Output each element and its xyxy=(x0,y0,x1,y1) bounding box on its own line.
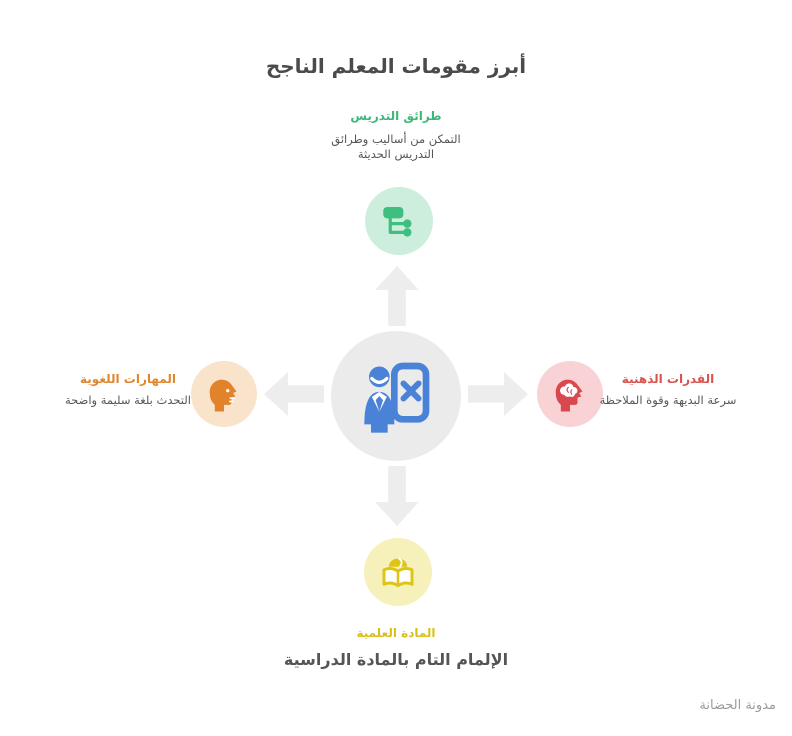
brain-head-icon xyxy=(555,379,583,412)
speaking-head-icon xyxy=(209,379,237,412)
top-node-label: طرائق التدريس xyxy=(350,109,442,123)
center-node-circle xyxy=(331,331,461,461)
arrow-down-icon xyxy=(375,466,419,526)
right-node-textblock: القدرات الذهنية سرعة البديهة وقوة الملاح… xyxy=(592,372,744,407)
watermark-text: مدونة الحضانة xyxy=(699,698,776,713)
bottom-node-circle xyxy=(364,538,432,606)
teacher-board-icon xyxy=(364,362,430,433)
right-node-label: القدرات الذهنية xyxy=(621,372,715,386)
bottom-node-label: المادة العلمية xyxy=(356,626,436,640)
flowchart-icon xyxy=(383,207,412,237)
arrow-right-icon xyxy=(468,372,528,416)
top-node-circle xyxy=(365,187,433,255)
bottom-node-caption: الإلمام التام بالمادة الدراسية xyxy=(283,650,509,669)
top-node-caption: التمكن من أساليب وطرائق التدريس الحديثة xyxy=(0,132,792,162)
page-title: أبرز مقومات المعلم الناجح xyxy=(265,54,527,78)
book-knowledge-icon xyxy=(382,557,414,588)
arrow-left-icon xyxy=(264,372,324,416)
arrow-up-icon xyxy=(375,266,419,326)
right-node-circle xyxy=(537,361,603,427)
top-caption-line1: التمكن من أساليب وطرائق xyxy=(331,132,461,146)
left-node-label: المهارات اللغوية xyxy=(80,372,176,386)
right-node-caption: سرعة البديهة وقوة الملاحظة xyxy=(599,393,737,407)
top-caption-line2: التدريس الحديثة xyxy=(357,147,435,161)
left-node-caption: التحدث بلغة سليمة واضحة xyxy=(65,393,191,407)
left-node-textblock: المهارات اللغوية التحدث بلغة سليمة واضحة xyxy=(52,372,204,407)
left-node-circle xyxy=(191,361,257,427)
